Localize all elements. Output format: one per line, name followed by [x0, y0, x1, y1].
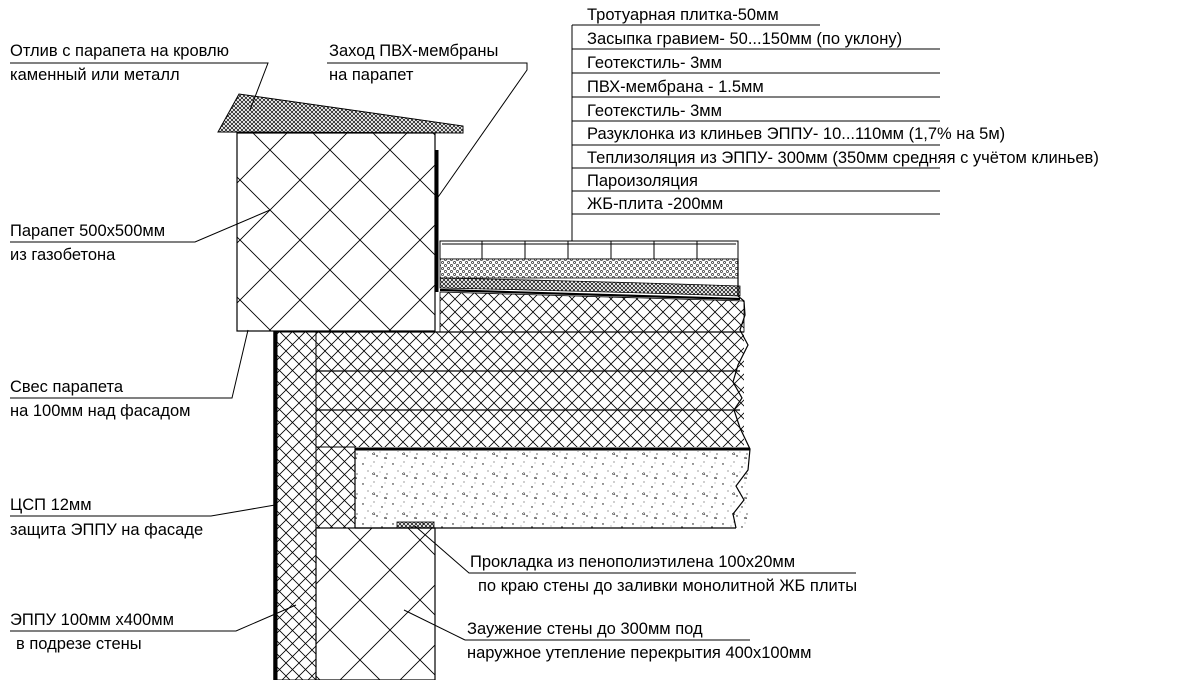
section-break-edge [732, 259, 751, 529]
parapet-block [236, 132, 436, 332]
layer-label-tapered-wedges: Разуклонка из клиньев ЭППУ- 10...110мм (… [587, 125, 1005, 143]
geotextile-membrane-band [439, 277, 741, 301]
callout-membrane-line2: на парапет [329, 66, 414, 84]
parapet-drip-coping [217, 93, 464, 134]
callout-narrowing-line2: наружное утепление перекрытия 400х100мм [467, 644, 811, 662]
layer-label-insulation: Теплизоляция из ЭППУ- 300мм (350мм средн… [587, 149, 1099, 167]
callout-parapet-line2: из газобетона [10, 246, 116, 264]
layer-label-geotextile-bottom: Геотекстиль- 3мм [587, 102, 722, 120]
callout-csp-line1: ЦСП 12мм [10, 496, 92, 514]
callout-eppu-line2: в подрезе стены [16, 635, 142, 653]
facade-eppu-strip [276, 331, 317, 680]
gravel-fill-layer [439, 258, 739, 279]
slab-edge-eppu [315, 446, 356, 529]
leader-lines [10, 62, 856, 641]
callout-eppu-line1: ЭППУ 100мм х400мм [10, 611, 174, 629]
callout-drip-line2: каменный или металл [10, 66, 180, 84]
callout-membrane-line1: Заход ПВХ-мембраны [329, 42, 498, 60]
eppu-insulation-slabs [316, 331, 744, 447]
callout-overhang-line1: Свес парапета [10, 378, 124, 396]
lower-wall-block [315, 527, 436, 680]
layer-label-gravel: Засыпка гравием- 50...150мм (по уклону) [587, 30, 902, 48]
callout-narrowing-line1: Заужение стены до 300мм под [467, 620, 703, 638]
layer-label-concrete-slab: ЖБ-плита -200мм [587, 195, 723, 213]
callout-csp-line2: защита ЭППУ на фасаде [10, 521, 203, 539]
callout-parapet-line1: Парапет 500х500мм [10, 222, 165, 240]
callout-gasket-line2: по краю стены до заливки монолитной ЖБ п… [478, 577, 857, 595]
layer-label-pvc-membrane: ПВХ-мембрана - 1.5мм [587, 78, 764, 96]
paving-tiles [439, 240, 739, 260]
callout-drip-line1: Отлив с парапета на кровлю [10, 42, 229, 60]
layer-label-vapour-barrier: Пароизоляция [587, 172, 698, 190]
layer-label-geotextile-top: Геотекстиль- 3мм [587, 54, 722, 72]
layer-label-paving: Тротуарная плитка-50мм [587, 6, 779, 24]
callout-gasket-line1: Прокладка из пенополиэтилена 100х20мм [470, 553, 795, 571]
concrete-slab [355, 451, 750, 528]
layer-legend: Тротуарная плитка-50мм Засыпка гравием- … [571, 6, 1099, 241]
polyethylene-gasket [396, 521, 435, 529]
callout-overhang-line2: на 100мм над фасадом [10, 402, 191, 420]
